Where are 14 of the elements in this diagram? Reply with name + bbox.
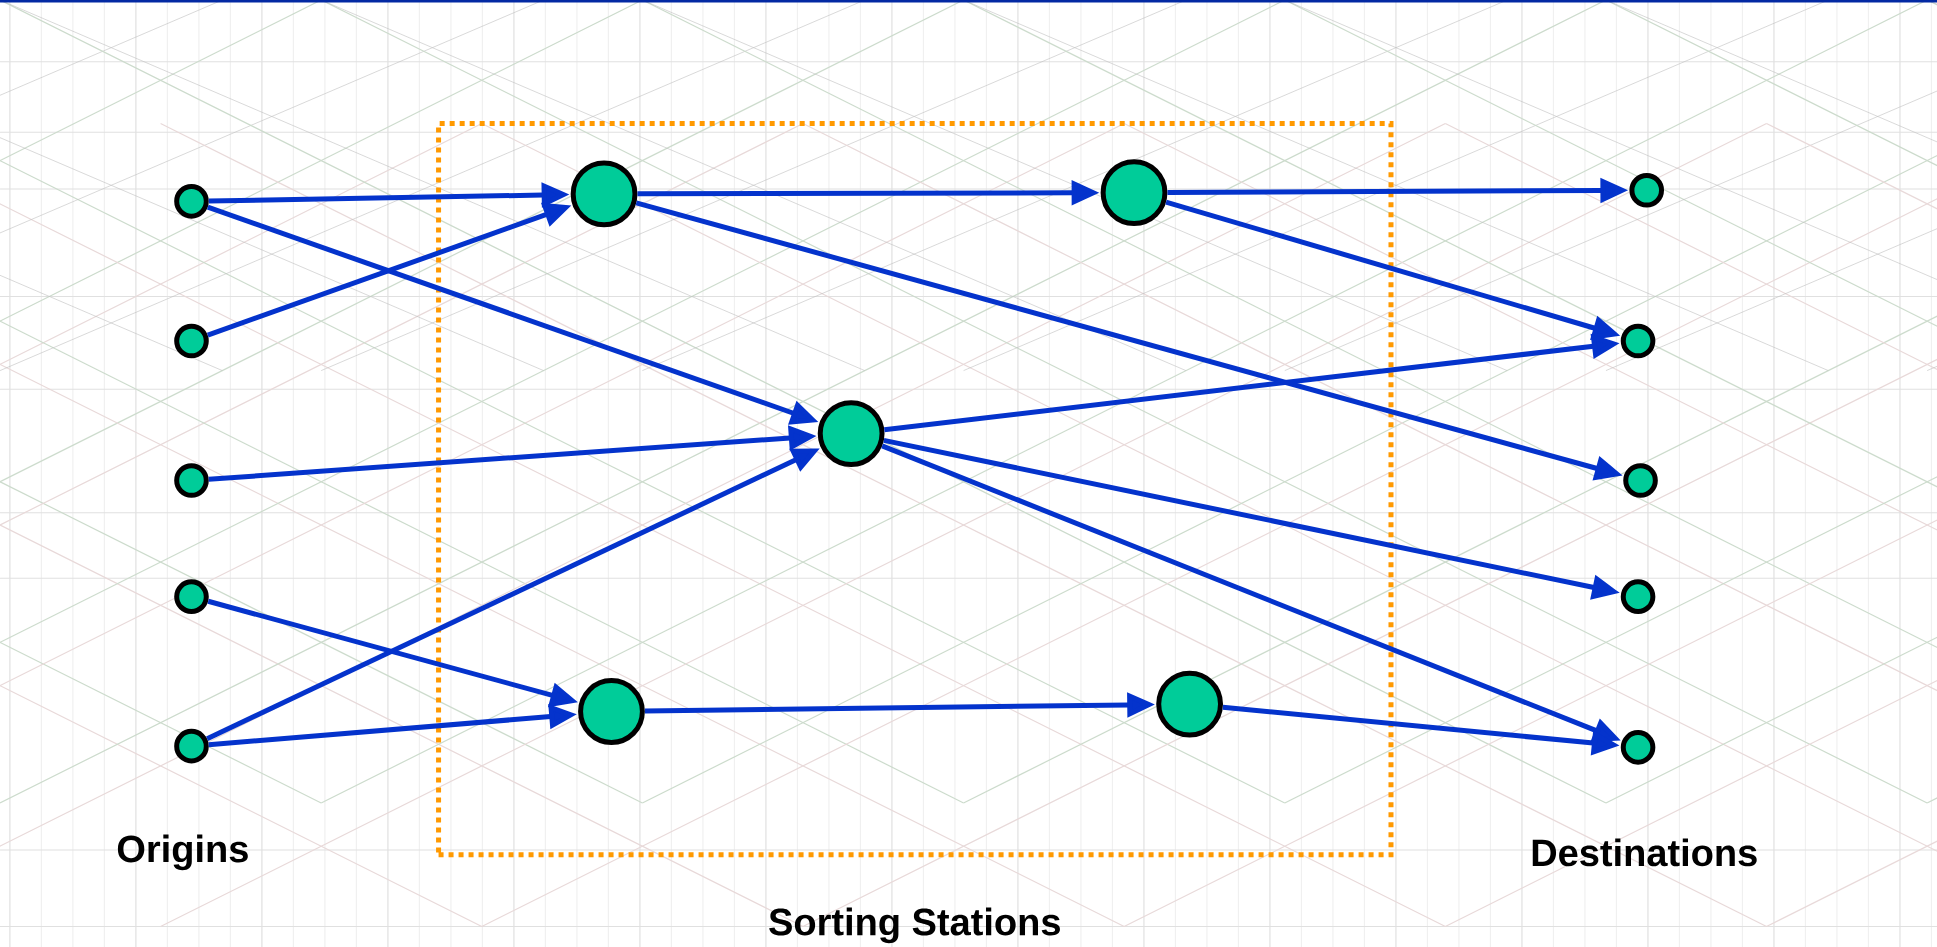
endpoint-circle — [1629, 172, 1664, 208]
endpoint-circle — [174, 183, 209, 219]
endpoint-circle — [1623, 463, 1658, 498]
endpoint-circle — [1620, 579, 1656, 614]
endpoint-circle — [174, 579, 209, 614]
axis-label: Origins — [117, 834, 248, 870]
axis-label: Destinations — [1532, 838, 1757, 867]
endpoint-circle — [174, 323, 209, 358]
endpoint-circle — [1620, 323, 1656, 358]
endpoint-circle — [174, 728, 209, 764]
node-label: Sorting Stations — [769, 907, 1060, 943]
endpoint-circle — [1620, 729, 1656, 765]
dotted-frame: Sorting Stations — [436, 120, 1394, 943]
endpoint-circle — [174, 463, 209, 498]
